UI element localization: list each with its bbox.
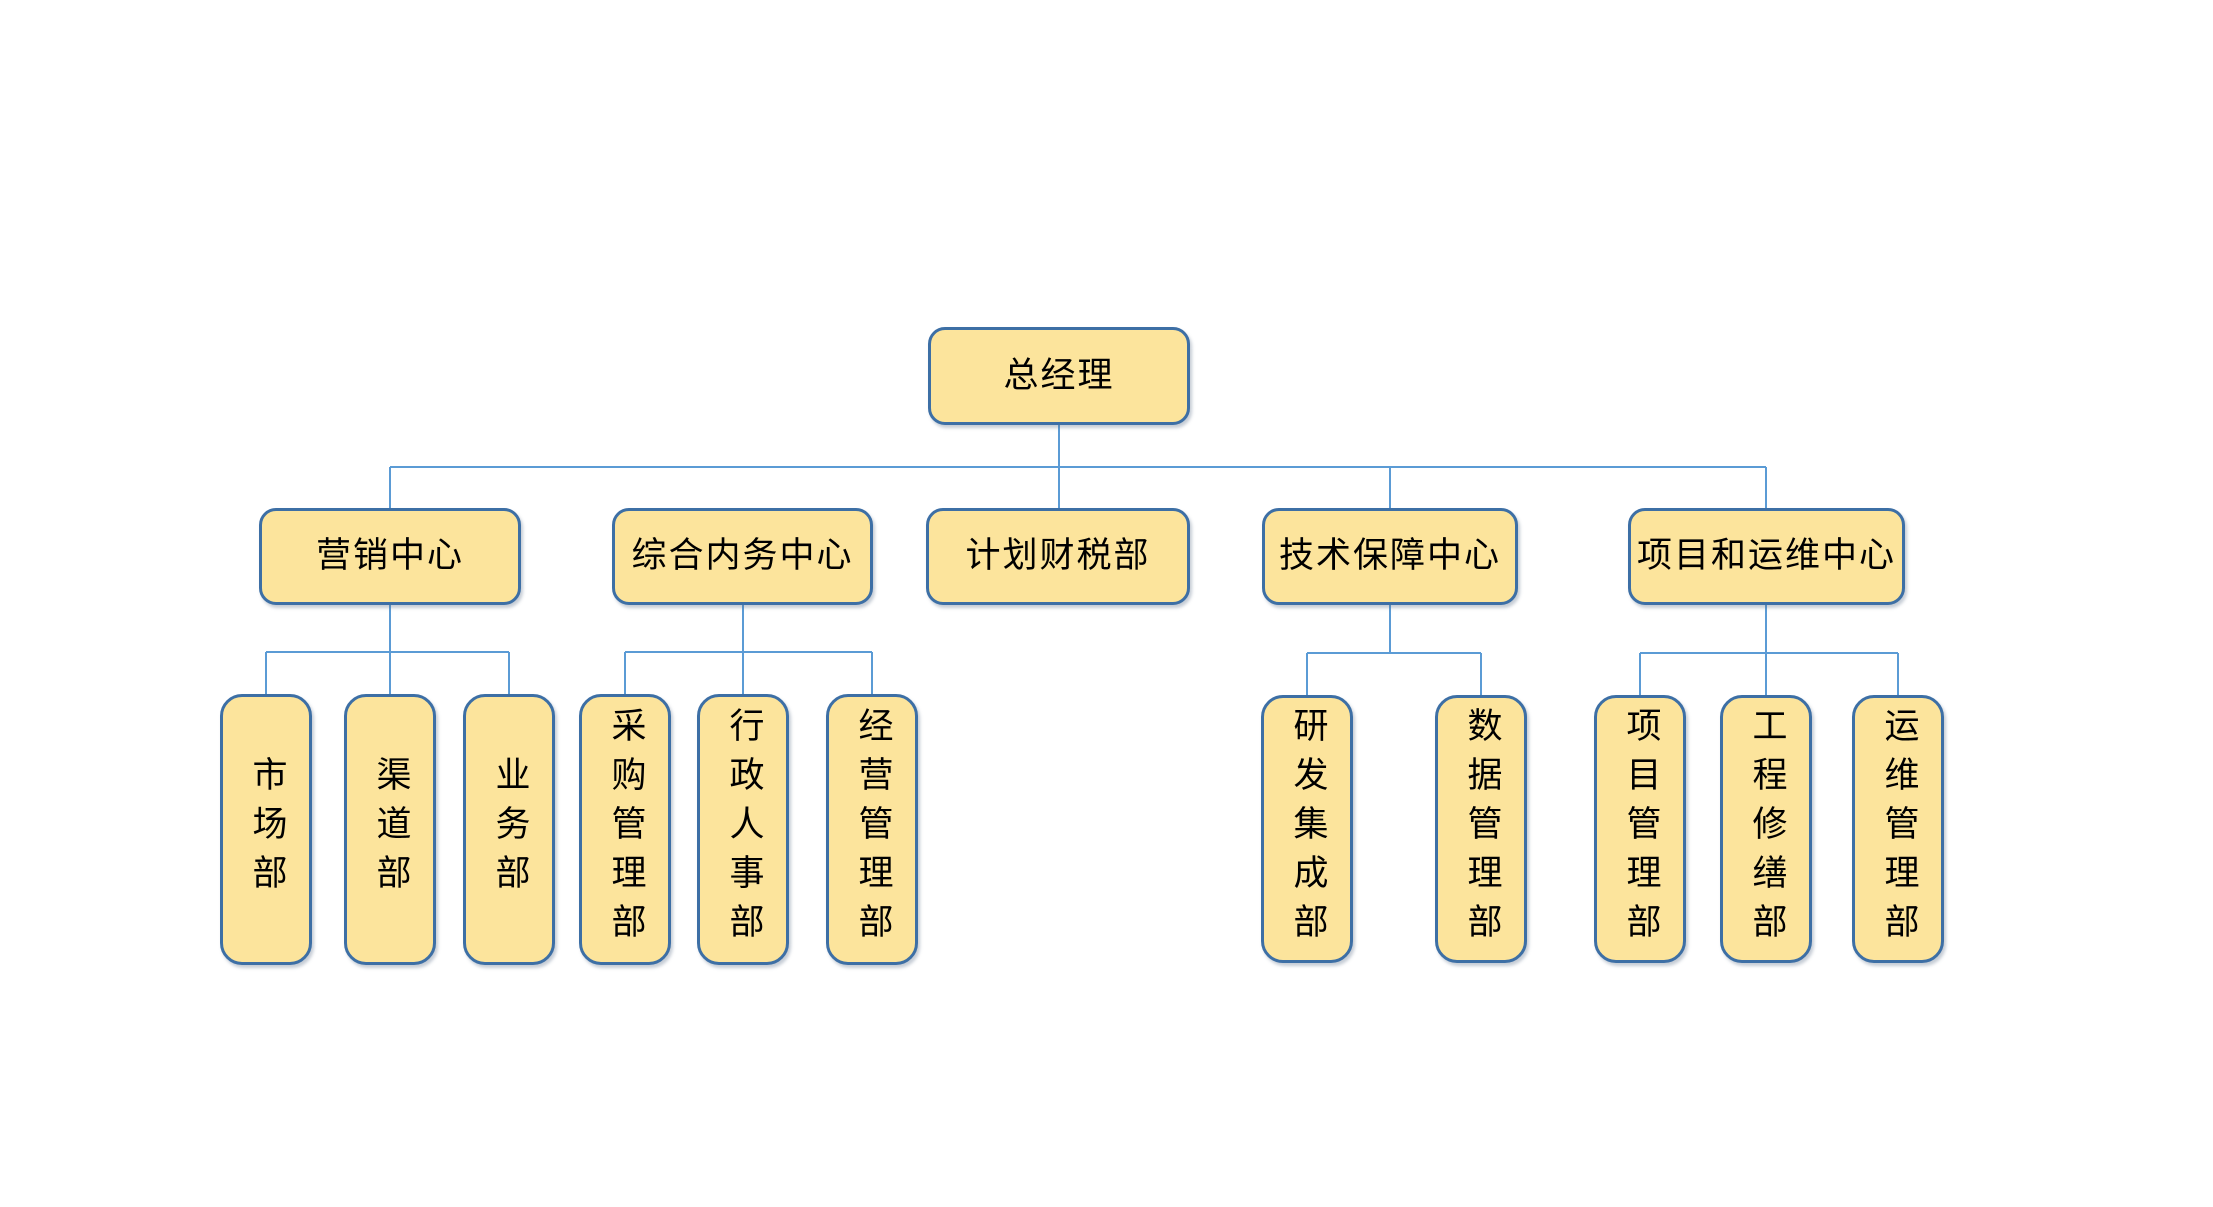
node-channel-dept: 渠道部 <box>344 694 436 965</box>
node-data-management-dept: 数据管理部 <box>1435 695 1527 963</box>
node-project-management-dept: 项目管理部 <box>1594 695 1686 963</box>
node-operations-maintenance-dept: 运维管理部 <box>1852 695 1944 963</box>
node-engineering-repair-dept-label: 工程修缮部 <box>1746 706 1787 952</box>
node-general-affairs-center: 综合内务中心 <box>612 508 873 605</box>
node-planning-finance-tax-dept-label: 计划财税部 <box>965 536 1151 577</box>
node-operations-maintenance-dept-label: 运维管理部 <box>1878 706 1919 952</box>
node-planning-finance-tax-dept: 计划财税部 <box>926 508 1190 605</box>
node-admin-hr-dept-label: 行政人事部 <box>723 707 764 952</box>
node-data-management-dept-label: 数据管理部 <box>1461 706 1502 952</box>
node-channel-dept-label: 渠道部 <box>370 756 411 903</box>
node-marketing-center-label: 营销中心 <box>315 536 464 577</box>
node-operations-management-dept-label: 经营管理部 <box>852 707 893 952</box>
node-rd-integration-dept: 研发集成部 <box>1261 695 1353 963</box>
node-project-operations-center: 项目和运维中心 <box>1628 508 1905 605</box>
node-procurement-management-dept: 采购管理部 <box>579 694 671 965</box>
node-market-dept: 市场部 <box>220 694 312 965</box>
node-general-manager: 总经理 <box>928 327 1190 425</box>
node-project-operations-center-label: 项目和运维中心 <box>1636 536 1896 577</box>
node-marketing-center: 营销中心 <box>259 508 521 605</box>
node-project-management-dept-label: 项目管理部 <box>1620 706 1661 952</box>
node-market-dept-label: 市场部 <box>246 756 287 903</box>
node-operations-management-dept: 经营管理部 <box>826 694 918 965</box>
node-admin-hr-dept: 行政人事部 <box>697 694 789 965</box>
node-general-manager-label: 总经理 <box>1003 355 1115 396</box>
node-technical-support-center: 技术保障中心 <box>1262 508 1518 605</box>
node-business-dept-label: 业务部 <box>489 756 530 903</box>
node-rd-integration-dept-label: 研发集成部 <box>1287 706 1328 952</box>
node-technical-support-center-label: 技术保障中心 <box>1278 536 1501 577</box>
node-business-dept: 业务部 <box>463 694 555 965</box>
node-procurement-management-dept-label: 采购管理部 <box>605 707 646 952</box>
node-general-affairs-center-label: 综合内务中心 <box>631 536 854 577</box>
node-engineering-repair-dept: 工程修缮部 <box>1720 695 1812 963</box>
